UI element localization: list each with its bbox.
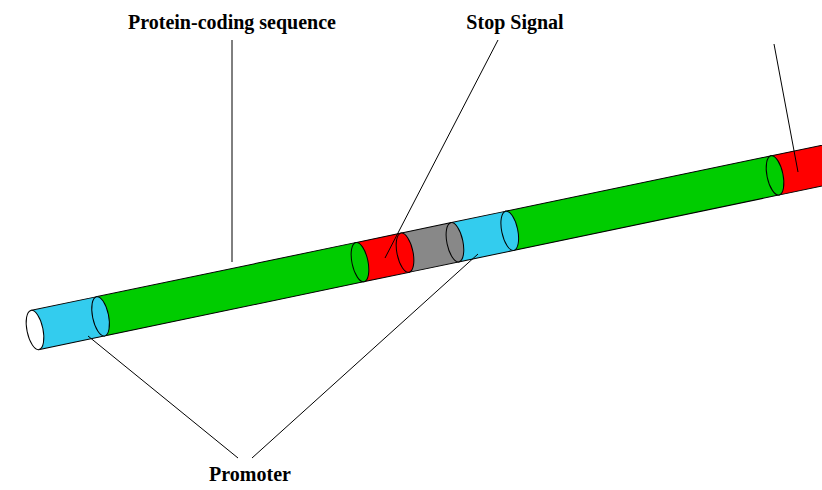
leader-line — [88, 336, 238, 458]
segment-seam — [498, 210, 522, 252]
coding-segment — [506, 156, 779, 251]
leader-line — [774, 44, 798, 172]
leader-line — [232, 40, 233, 262]
leader-lines — [88, 40, 798, 458]
segment-seam — [763, 154, 787, 196]
part-label: Stop Signal — [466, 10, 563, 34]
segment-seam — [89, 295, 113, 337]
part-label: Protein-coding sequence — [128, 10, 336, 34]
cylinder-end — [23, 309, 47, 351]
segment-seam — [348, 241, 372, 283]
segment-seam — [393, 231, 417, 273]
leader-line — [252, 254, 478, 458]
dna-cylinder — [23, 137, 822, 351]
part-label: Promoter — [209, 462, 291, 486]
segment-seam — [443, 221, 467, 263]
coding-segment — [96, 243, 364, 336]
leader-line — [385, 40, 498, 258]
